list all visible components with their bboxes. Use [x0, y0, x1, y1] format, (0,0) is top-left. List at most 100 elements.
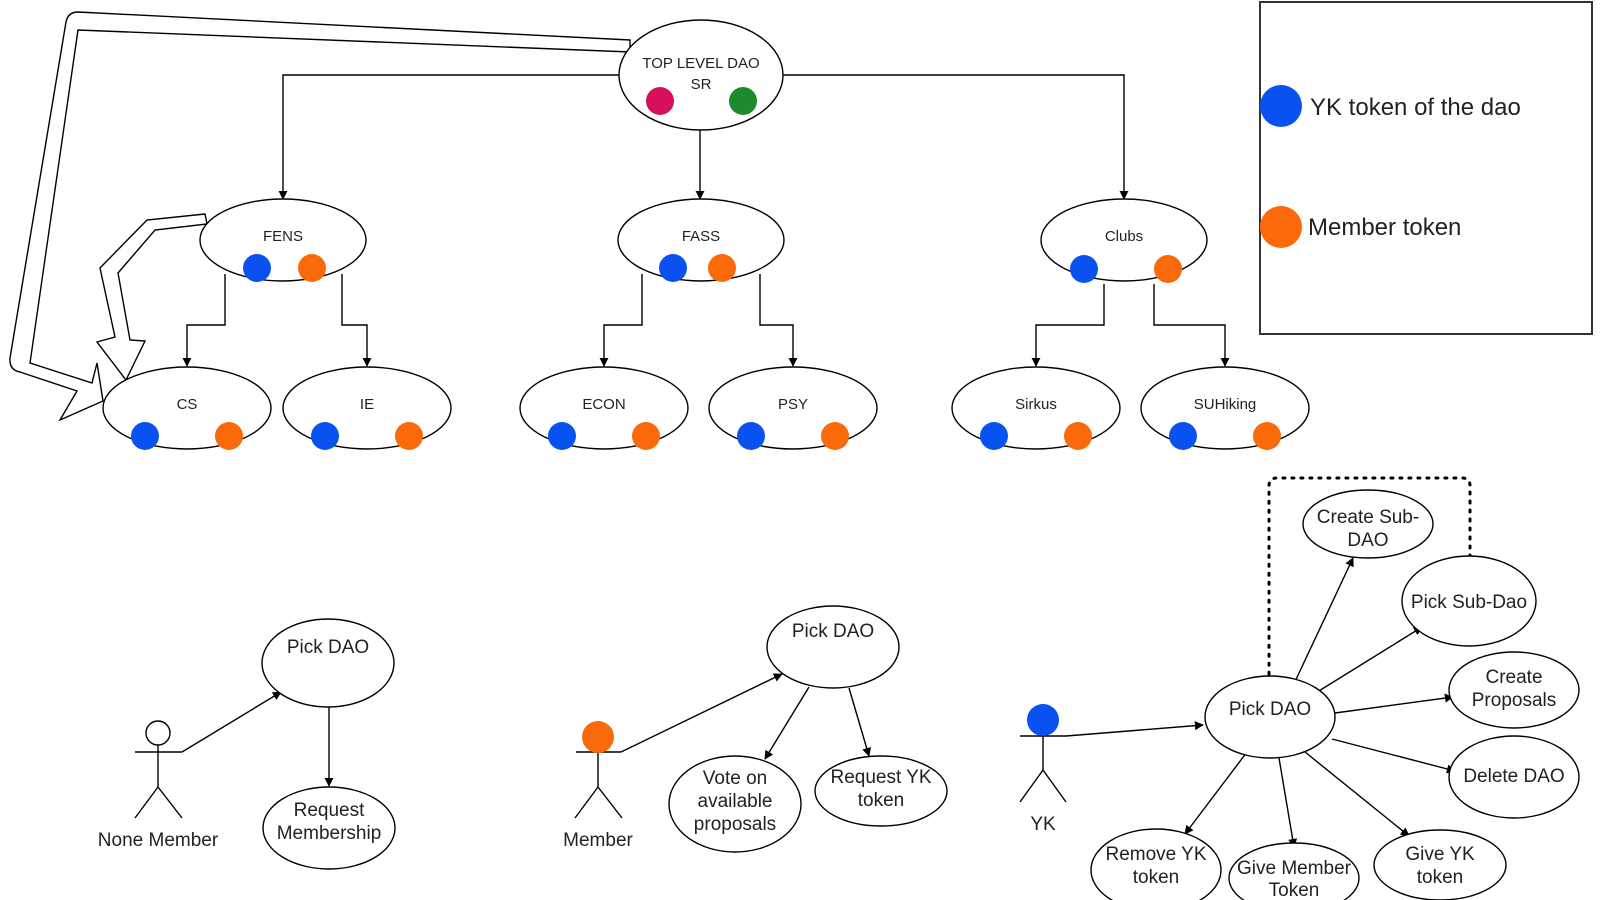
- sr-red-token-icon: [646, 87, 674, 115]
- non-member-actor-label: None Member: [98, 830, 219, 851]
- use-case-member: Member Pick DAO Vote on available propos…: [563, 605, 948, 853]
- connector-fass-econ: [599, 274, 643, 367]
- uc-delete-dao[interactable]: Delete DAO: [1448, 735, 1580, 819]
- member-token-icon: [395, 422, 423, 450]
- cs-label: CS: [177, 396, 198, 413]
- request-yk-label-1: Request YK: [830, 767, 931, 788]
- member-token-icon: [708, 254, 736, 282]
- suhiking-label: SUHiking: [1194, 396, 1257, 413]
- yk-token-icon: [131, 422, 159, 450]
- delete-dao-label: Delete DAO: [1463, 766, 1564, 787]
- member-token-icon: [1154, 255, 1182, 283]
- clubs-label: Clubs: [1105, 228, 1143, 245]
- pick-dao-label: Pick DAO: [287, 637, 369, 658]
- yk-token-icon: [1169, 422, 1197, 450]
- connector-top-fens: [278, 74, 620, 200]
- yk-token-icon: [548, 422, 576, 450]
- node-suhiking[interactable]: SUHiking: [1140, 366, 1310, 450]
- create-proposals-label-1: Create: [1485, 667, 1542, 688]
- connector-pickdao-give-yk: [1304, 751, 1410, 837]
- yk-token-icon: [659, 254, 687, 282]
- create-proposals-label-2: Proposals: [1472, 690, 1557, 711]
- node-fass[interactable]: FASS: [617, 198, 785, 282]
- uc-request-membership[interactable]: Request Membership: [262, 786, 396, 870]
- tree-connectors: [182, 74, 1230, 367]
- connector-member-pickdao: [620, 673, 783, 753]
- uc-vote-proposals[interactable]: Vote on available proposals: [668, 755, 802, 853]
- connector-yk-pickdao: [1065, 721, 1204, 737]
- legend: YK token of the dao Member token: [1259, 1, 1593, 335]
- uc-pick-dao-member[interactable]: Pick DAO: [766, 605, 900, 689]
- connector-pickdao-create-sub: [1291, 557, 1354, 689]
- node-psy[interactable]: PSY: [708, 366, 878, 450]
- give-yk-label-1: Give YK: [1405, 844, 1475, 865]
- member-token-icon: [215, 422, 243, 450]
- non-member-actor: [134, 720, 183, 819]
- sirkus-label: Sirkus: [1015, 396, 1057, 413]
- member-token-icon: [821, 422, 849, 450]
- connector-fass-psy: [759, 274, 798, 367]
- yk-token-legend-label: YK token of the dao: [1310, 94, 1521, 121]
- connector-pickdao-delete-dao: [1331, 738, 1456, 774]
- connector-top-clubs: [782, 74, 1129, 200]
- remove-yk-label-1: Remove YK: [1105, 844, 1206, 865]
- uc-create-sub-dao[interactable]: Create Sub- DAO: [1302, 489, 1434, 559]
- connector-clubs-suhiking: [1153, 284, 1230, 367]
- connector-pickdao-pick-sub: [1313, 626, 1423, 695]
- uc-remove-yk-token[interactable]: Remove YK token: [1090, 828, 1222, 900]
- node-fens[interactable]: FENS: [199, 198, 367, 282]
- create-sub-dao-label-1: Create Sub-: [1317, 507, 1419, 528]
- top-level-dao-label: TOP LEVEL DAO: [642, 55, 759, 72]
- yk-actor-label: YK: [1030, 814, 1056, 835]
- yk-token-icon: [311, 422, 339, 450]
- request-membership-label-2: Membership: [277, 823, 382, 844]
- connector-pickdao-give-member: [1278, 757, 1298, 848]
- pick-sub-dao-label: Pick Sub-Dao: [1411, 592, 1527, 613]
- connector-pickdao-remove-yk: [1184, 751, 1248, 835]
- give-member-label-1: Give Member: [1237, 858, 1352, 879]
- connector-pickdao-create-proposals: [1334, 693, 1454, 714]
- member-token-icon: [298, 254, 326, 282]
- yk-actor: [1019, 735, 1067, 803]
- ie-label: IE: [360, 396, 374, 413]
- dotted-feedback-arrow: [1267, 476, 1472, 682]
- block-arrow-fens-to-cs: [95, 213, 208, 382]
- psy-label: PSY: [778, 396, 808, 413]
- request-yk-label-2: token: [858, 790, 904, 811]
- member-token-legend-icon: [1260, 206, 1302, 248]
- econ-label: ECON: [582, 396, 625, 413]
- pick-dao-label: Pick DAO: [1229, 699, 1311, 720]
- fass-label: FASS: [682, 228, 720, 245]
- yk-token-icon: [980, 422, 1008, 450]
- uc-give-member-token[interactable]: Give Member Token: [1228, 842, 1360, 900]
- node-clubs[interactable]: Clubs: [1040, 198, 1208, 283]
- member-token-actor-icon: [582, 721, 614, 753]
- yk-token-icon: [1070, 255, 1098, 283]
- uc-give-yk-token[interactable]: Give YK token: [1373, 829, 1507, 900]
- create-sub-dao-label-2: DAO: [1347, 530, 1388, 551]
- uc-request-yk-token[interactable]: Request YK token: [814, 755, 948, 827]
- node-ie[interactable]: IE: [282, 366, 452, 450]
- connector-pickdao-request-yk: [848, 687, 872, 757]
- use-case-non-member: None Member Pick DAO Request Membership: [98, 618, 396, 870]
- connector-fens-cs: [182, 274, 226, 367]
- uc-pick-dao-yk[interactable]: Pick DAO: [1204, 675, 1336, 759]
- uc-pick-dao-nonmember[interactable]: Pick DAO: [261, 618, 395, 708]
- uc-pick-sub-dao[interactable]: Pick Sub-Dao: [1401, 555, 1537, 647]
- yk-token-legend-icon: [1260, 85, 1302, 127]
- connector-fens-ie: [341, 274, 372, 367]
- node-sirkus[interactable]: Sirkus: [951, 366, 1121, 450]
- hollow-arrows: [9, 11, 631, 422]
- legend-box: [1259, 1, 1593, 335]
- node-econ[interactable]: ECON: [519, 366, 689, 450]
- block-arrow-top-to-cs: [9, 11, 631, 422]
- yk-token-icon: [737, 422, 765, 450]
- node-top-level-dao[interactable]: TOP LEVEL DAO SR: [618, 19, 784, 131]
- member-token-icon: [1064, 422, 1092, 450]
- uc-create-proposals[interactable]: Create Proposals: [1448, 651, 1580, 729]
- top-level-dao-sublabel: SR: [691, 76, 712, 93]
- node-cs[interactable]: CS: [102, 366, 272, 450]
- give-member-label-2: Token: [1269, 880, 1320, 900]
- yk-token-actor-icon: [1027, 704, 1059, 736]
